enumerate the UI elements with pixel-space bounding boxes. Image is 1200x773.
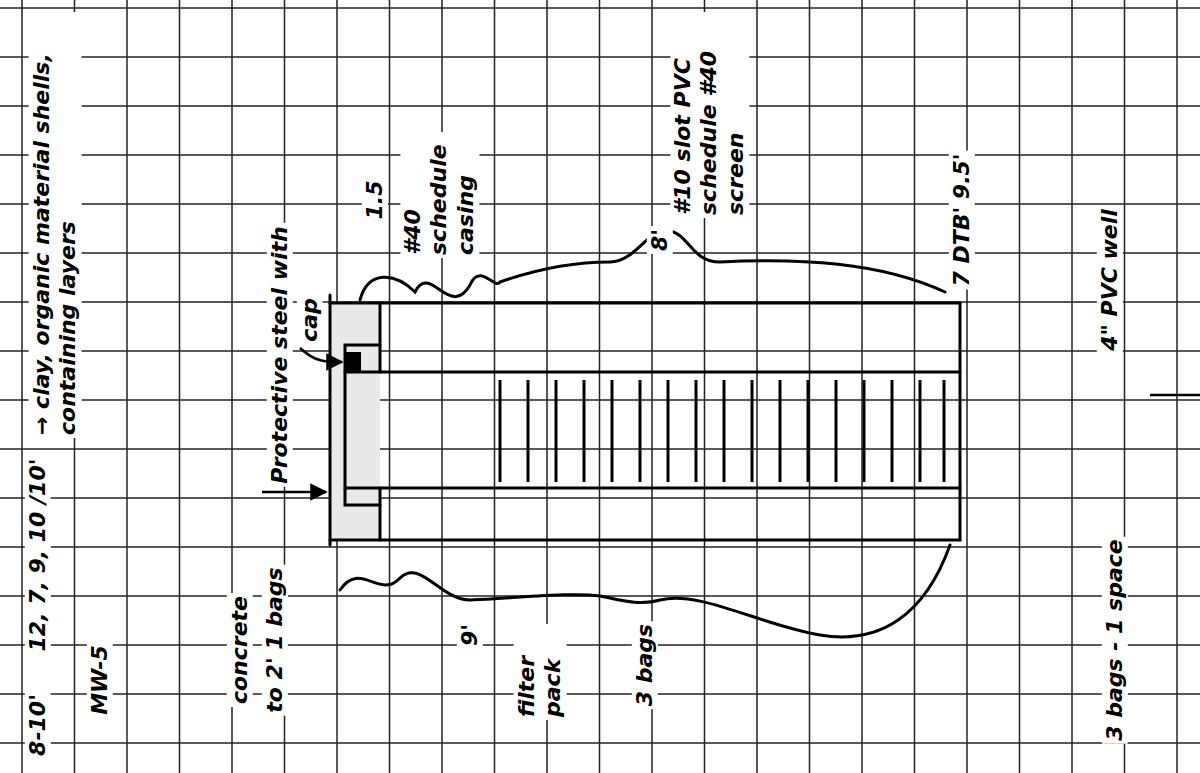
handwritten-note: to 2' 1 bags bbox=[262, 564, 288, 715]
grid-line bbox=[809, 0, 811, 773]
handwritten-note: concrete bbox=[227, 593, 253, 707]
grid-line bbox=[21, 0, 23, 773]
handwritten-note: 9' bbox=[457, 621, 483, 649]
grid-line bbox=[914, 0, 916, 773]
grid-line bbox=[0, 497, 1200, 499]
grid-line bbox=[0, 742, 1200, 744]
handwritten-note: #10 slot PVC schedule #40 screen bbox=[670, 12, 749, 218]
handwritten-note: 7 DTB' 9.5' bbox=[949, 150, 975, 289]
grid-line bbox=[0, 448, 1200, 450]
handwritten-note: 8' bbox=[647, 226, 673, 254]
grid-line bbox=[1176, 0, 1178, 773]
leader-arrows bbox=[262, 348, 1200, 492]
well-cap bbox=[346, 352, 361, 372]
handwritten-note: 1.5 bbox=[362, 178, 388, 223]
handwritten-note: 3 bags - 1 space bbox=[1102, 536, 1128, 743]
handwritten-note: 4" PVC well bbox=[1097, 206, 1123, 354]
handwritten-note: 8-10' bbox=[25, 691, 51, 759]
handwritten-note: → clay, organic material shells, contain… bbox=[29, 12, 82, 438]
grid-line bbox=[389, 0, 391, 773]
grid-line bbox=[179, 0, 181, 773]
grid-line bbox=[0, 399, 1200, 401]
grid-line bbox=[599, 0, 601, 773]
handwritten-note: 3 bags bbox=[632, 621, 658, 709]
grid-line bbox=[0, 350, 1200, 352]
grid-line bbox=[494, 0, 496, 773]
grid-line bbox=[756, 0, 758, 773]
grid-line bbox=[0, 7, 1200, 9]
well-schematic bbox=[330, 230, 960, 637]
grid-line bbox=[0, 203, 1200, 205]
grid-line bbox=[1019, 0, 1021, 773]
grid-line bbox=[0, 252, 1200, 254]
grid-line bbox=[0, 56, 1200, 58]
handwritten-note: cap bbox=[297, 295, 323, 345]
grid-line bbox=[1071, 0, 1073, 773]
grid-line bbox=[0, 105, 1200, 107]
grid-line bbox=[0, 154, 1200, 156]
handwritten-note: MW-5 bbox=[87, 642, 113, 718]
concrete-fill bbox=[330, 303, 380, 540]
grid-line bbox=[0, 644, 1200, 646]
grid-line bbox=[0, 301, 1200, 303]
grid-line bbox=[441, 0, 443, 773]
grid-line bbox=[966, 0, 968, 773]
handwritten-note: #40 schedule casing bbox=[400, 132, 479, 258]
grid-line bbox=[0, 693, 1200, 695]
handwritten-note: Protective steel with bbox=[267, 223, 293, 487]
handwritten-note: 12, 7, 9, 10 /10' bbox=[25, 456, 51, 655]
grid-line bbox=[0, 546, 1200, 548]
handwritten-note: filter pack bbox=[514, 624, 567, 720]
grid-line bbox=[126, 0, 128, 773]
screen-slots bbox=[500, 380, 944, 482]
